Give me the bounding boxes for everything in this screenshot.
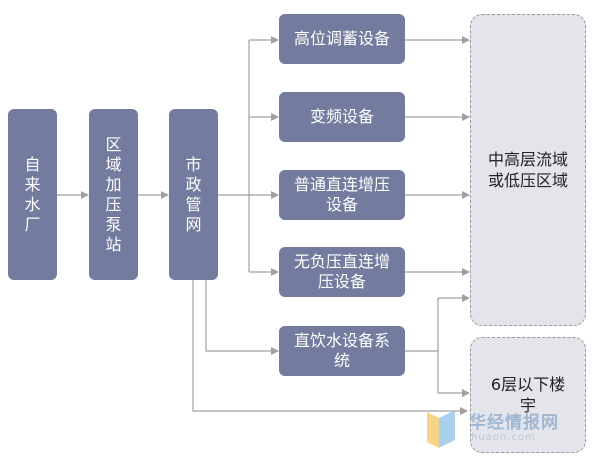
mid-high-zone: 中高层流域或低压区域 [470,14,586,326]
drinking-water-box: 直饮水设备系统 [279,326,405,376]
waterworks-box: 自来水厂 [8,109,57,280]
direct-boost-label: 普通直连增压设备 [293,175,390,214]
direct-boost-box: 普通直连增压设备 [279,170,405,220]
mid-high-zone-label: 中高层流域或低压区域 [487,150,568,190]
drinking-water-label: 直饮水设备系统 [293,331,390,370]
watermark-logo-icon [427,410,455,448]
arrow-to-drinking-water [205,280,279,355]
high-tank-box: 高位调蓄设备 [279,14,405,64]
arrow-network-to-low-rise [192,280,468,415]
low-rise-zone-label: 6层以下楼宇 [490,375,566,415]
municipal-network-box: 市政管网 [169,109,218,280]
no-neg-pressure-label: 无负压直连增压设备 [293,252,390,291]
variable-freq-label: 变频设备 [309,107,374,126]
watermark-url: huaon.com [471,432,536,443]
high-tank-label: 高位调蓄设备 [293,29,390,48]
watermark-text: 华经情报网 [469,413,559,433]
booster-station-box: 区域加压泵站 [89,109,138,280]
no-neg-pressure-box: 无负压直连增压设备 [279,247,405,297]
municipal-network-label: 市政管网 [185,154,202,234]
watermark: 华经情报网 huaon.com [425,404,585,456]
low-rise-zone: 6层以下楼宇 [470,337,586,453]
waterworks-label: 自来水厂 [24,154,41,234]
booster-station-label: 区域加压泵站 [105,134,122,254]
variable-freq-box: 变频设备 [279,92,405,142]
